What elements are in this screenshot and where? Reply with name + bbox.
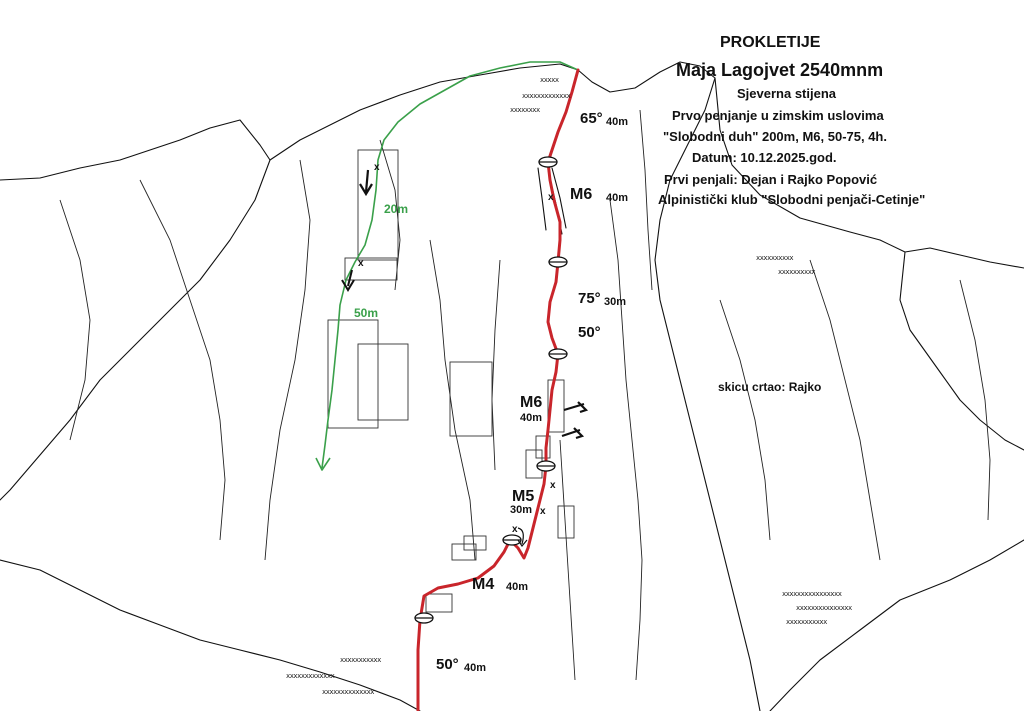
texture-marks: xxxxxxxxxxx xyxy=(786,618,827,626)
pitch-length: 30m xyxy=(510,504,533,516)
texture-marks: xxxxxxxxxxx xyxy=(340,656,381,664)
pitch-length: 40m xyxy=(520,412,543,424)
first-climbers: Prvi penjali: Dejan i Rajko Popović xyxy=(664,172,878,187)
gully-11 xyxy=(719,299,771,541)
rock-blocks xyxy=(327,149,575,613)
pitch-grade: M5 xyxy=(512,488,535,505)
descent-length: 50m xyxy=(354,306,379,320)
buttress-left xyxy=(0,159,271,501)
anchor-marker: x xyxy=(358,258,364,269)
rock-block xyxy=(357,343,409,421)
ice-axe-icon xyxy=(563,401,589,414)
arrow-curve-icon xyxy=(517,527,528,548)
pitch-length: 40m xyxy=(606,116,629,128)
gully-3 xyxy=(264,159,311,561)
rappel-arrows xyxy=(341,169,528,548)
gully-9 xyxy=(959,279,991,521)
pitch-grade: M6 xyxy=(520,394,543,411)
descent-length: 20m xyxy=(384,202,409,216)
valley-left xyxy=(0,559,421,711)
title: PROKLETIJE xyxy=(720,34,821,51)
ice-axe-icon xyxy=(561,427,585,440)
pitch-length: 30m xyxy=(604,296,627,308)
rock-block xyxy=(357,149,399,261)
gully-2 xyxy=(139,179,226,541)
pitch-grade: M6 xyxy=(570,186,593,203)
pitch-grade: 75° xyxy=(578,290,601,307)
belay-icon xyxy=(548,256,568,268)
peak-name: Maja Lagojvet 2540mnm xyxy=(676,60,884,80)
sketch-credit: skicu crtao: Rajko xyxy=(718,380,822,394)
arrow-down-icon xyxy=(359,169,373,197)
ascent-date: Datum: 10.12.2025.god. xyxy=(692,150,837,165)
crack xyxy=(551,167,567,229)
face-name: Sjeverna stijena xyxy=(737,86,836,101)
texture-marks: xxxxxxxxxxxxxxxx xyxy=(782,590,842,598)
pitch-length: 40m xyxy=(506,581,529,593)
texture-marks: xxxxxxxxxx xyxy=(778,268,816,276)
arrow-down-icon xyxy=(341,269,355,292)
belay-icon xyxy=(536,460,556,472)
anchor-marker: x xyxy=(548,192,554,203)
gully-10 xyxy=(379,139,401,291)
rock-block xyxy=(327,319,379,429)
route-line xyxy=(416,68,580,711)
belay-stations xyxy=(414,156,568,624)
pitch-grade: 50° xyxy=(578,324,601,341)
pitch-grade: 65° xyxy=(580,110,603,127)
buttress-right-edge xyxy=(654,77,761,711)
rock-block xyxy=(463,535,487,551)
crack xyxy=(537,167,547,231)
rock-block xyxy=(547,379,565,433)
gully-7 xyxy=(639,109,653,291)
gully-6 xyxy=(609,199,643,681)
belay-icon xyxy=(414,612,434,624)
belay-icon xyxy=(548,348,568,360)
pitch-length: 40m xyxy=(606,192,629,204)
pitch-grade: M4 xyxy=(472,576,495,593)
ice-tools xyxy=(561,401,589,440)
anchor-marker: x xyxy=(550,480,556,491)
rock-block xyxy=(557,505,575,539)
gully-4 xyxy=(429,239,476,561)
texture-marks: xxxxxxxxxxxxxx xyxy=(322,688,375,696)
rock-block xyxy=(449,361,493,437)
anchor-marker: x xyxy=(374,162,380,173)
texture-marks: xxxxxxxxxxxxx xyxy=(286,672,335,680)
right-ridge-2 xyxy=(899,251,1024,451)
descent-arrow-icon xyxy=(315,457,331,471)
pitch-length: 40m xyxy=(464,662,487,674)
gully-5 xyxy=(491,259,501,471)
ascent-note: Prvo penjanje u zimskim uslovima xyxy=(672,108,884,123)
texture-marks: xxxxxxxxxxxxx xyxy=(522,92,571,100)
rock-block xyxy=(425,593,453,613)
gully-8 xyxy=(809,259,881,561)
belay-icon xyxy=(502,534,522,546)
valley-right xyxy=(769,539,1024,711)
anchor-marker: x xyxy=(540,506,546,517)
anchor-marker: x xyxy=(512,524,518,535)
texture-marks: xxxxxxxxxx xyxy=(756,254,794,262)
pitch-grade: 50° xyxy=(436,656,459,673)
right-ridge xyxy=(714,77,1024,269)
descent-line xyxy=(321,61,579,469)
texture-marks: xxxxxxxx xyxy=(510,106,540,114)
gully-1 xyxy=(59,199,91,441)
mountain-outlines xyxy=(0,61,1024,711)
route-info: "Slobodni duh" 200m, M6, 50-75, 4h. xyxy=(663,129,887,144)
belay-icon xyxy=(538,156,558,168)
rock-block xyxy=(344,257,398,281)
gully-12 xyxy=(559,439,576,681)
main-ridge xyxy=(0,61,716,181)
texture-marks: xxxxxxxxxxxxxxx xyxy=(796,604,852,612)
rock-block xyxy=(535,435,551,459)
club-name: Alpinistički klub "Slobodni penjači-Ceti… xyxy=(658,192,926,207)
texture-marks: xxxxx xyxy=(540,76,559,84)
